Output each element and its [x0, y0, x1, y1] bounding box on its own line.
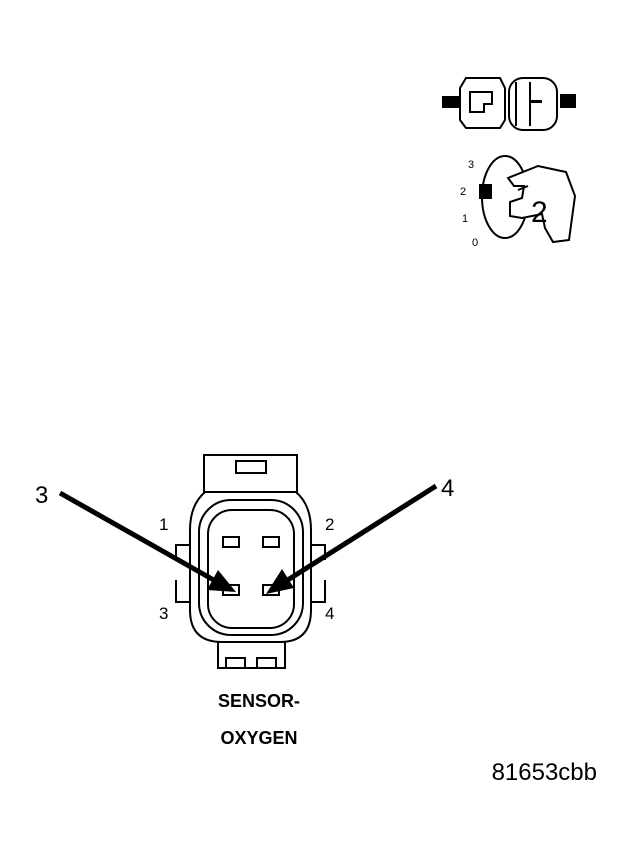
cavity-1-label: 1 [159, 515, 168, 534]
key-position-2: 2 [460, 186, 466, 198]
cavity-3-label: 3 [159, 604, 168, 623]
connector-caption-line1: SENSOR- [218, 691, 300, 711]
callout-arrow-4 [266, 483, 438, 594]
key-number-label: 2 [531, 196, 548, 229]
callout-3-label: 3 [35, 482, 48, 509]
key-position-0: 0 [472, 237, 478, 249]
connector-face [175, 454, 326, 669]
connector-lock-graphic [442, 77, 576, 131]
callout-4-label: 4 [441, 475, 454, 502]
connector-caption-line2: OXYGEN [220, 728, 297, 748]
key-position-3: 3 [468, 159, 474, 171]
callout-arrow-3 [58, 490, 236, 592]
cavity-2-label: 2 [325, 515, 334, 534]
cavity-4-label: 4 [325, 604, 334, 623]
key-indicator-graphic [479, 155, 577, 244]
figure-id: 81653cbb [492, 759, 597, 786]
key-position-1: 1 [462, 213, 468, 225]
